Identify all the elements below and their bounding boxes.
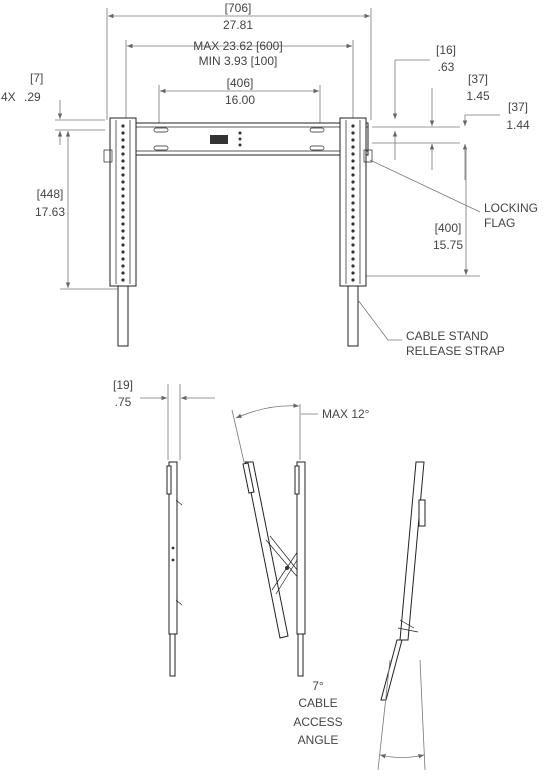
rail-hole (121, 215, 125, 219)
overall-width-in: 27.81 (223, 18, 253, 32)
rail-hole (351, 278, 355, 282)
rail-hole (121, 201, 125, 205)
vertical-pattern-in: 15.75 (433, 238, 463, 252)
rail-hole (351, 215, 355, 219)
side-view-flat (166, 461, 183, 677)
tilt-label: MAX 12° (322, 407, 370, 421)
cable-strap-leader (357, 299, 402, 341)
rail-hole (121, 257, 125, 261)
rail-spacing-max: MAX 23.62 [600] (193, 39, 282, 53)
left-rail (103, 117, 137, 347)
tilt-arc (235, 403, 300, 419)
rail-hole (121, 243, 125, 247)
rail-hole (121, 278, 125, 282)
rail-hole (351, 236, 355, 240)
slot-offset-bottom-mm: [37] (508, 100, 528, 114)
rail-hole (351, 257, 355, 261)
rail-hole (121, 124, 125, 128)
hole-dia-in: .29 (24, 90, 41, 104)
logo-plate (210, 135, 228, 144)
rail-hole (351, 222, 355, 226)
rail-hole (121, 166, 125, 170)
cable-angle-label-3: ANGLE (298, 733, 339, 747)
edge-offset-mm: [16] (436, 43, 456, 57)
front-view: [706] 27.81 MAX 23.62 [600] MIN 3.93 [10… (1, 1, 538, 358)
cable-angle-label-1: CABLE (298, 696, 337, 710)
right-rail (339, 117, 373, 347)
rail-hole (351, 201, 355, 205)
locking-flag-leader (369, 159, 481, 213)
overall-width-mm: [706] (225, 1, 252, 15)
rail-hole (351, 145, 355, 149)
rail-hole (121, 138, 125, 142)
rail-hole (121, 159, 125, 163)
rail-hole (121, 264, 125, 268)
cable-angle-arc (379, 754, 425, 759)
edge-offset-in: .63 (438, 60, 455, 74)
rail-hole (351, 138, 355, 142)
cable-strap-label-2: RELEASE STRAP (406, 344, 505, 358)
hole-dia-qty: 4X (1, 90, 16, 104)
rail-hole (351, 152, 355, 156)
slot-offset-top-mm: [37] (468, 72, 488, 86)
rail-hole (121, 194, 125, 198)
rail-spacing-min: MIN 3.93 [100] (199, 54, 278, 68)
rail-hole (351, 180, 355, 184)
rail-hole (121, 236, 125, 240)
depth-in: .75 (115, 395, 132, 409)
rail-height-mm: [448] (37, 187, 64, 201)
rail-hole (351, 173, 355, 177)
side-view-cable-access (377, 461, 426, 771)
rail-hole (121, 271, 125, 275)
slot-span-mm: [406] (227, 76, 254, 90)
rail-hole (121, 222, 125, 226)
rail-hole (351, 131, 355, 135)
rail-hole (351, 271, 355, 275)
rail-hole (351, 243, 355, 247)
rail-hole (121, 208, 125, 212)
rail-hole (351, 166, 355, 170)
rail-hole (121, 180, 125, 184)
rail-hole (351, 250, 355, 254)
rail-hole (351, 229, 355, 233)
rail-hole (351, 264, 355, 268)
rail-hole (121, 187, 125, 191)
side-view-tilted (242, 461, 306, 677)
rail-hole (351, 208, 355, 212)
rail-hole (351, 194, 355, 198)
hole-dia-mm: [7] (30, 71, 43, 85)
locking-flag-label: LOCKING (484, 201, 538, 215)
cable-angle-deg: 7° (312, 679, 324, 693)
rail-hole (121, 173, 125, 177)
rail-hole (121, 152, 125, 156)
rail-hole (121, 229, 125, 233)
slot-span-in: 16.00 (225, 93, 255, 107)
rail-hole (351, 124, 355, 128)
rail-hole (121, 131, 125, 135)
rail-hole (351, 159, 355, 163)
depth-mm: [19] (113, 378, 133, 392)
locking-flag-label-2: FLAG (484, 216, 515, 230)
rail-hole (351, 187, 355, 191)
rail-height-in: 17.63 (35, 205, 65, 219)
vertical-pattern-mm: [400] (435, 221, 462, 235)
rail-hole (121, 145, 125, 149)
slot-offset-bottom-in: 1.44 (506, 118, 530, 132)
side-views: [19] .75 MAX 12° (113, 378, 426, 771)
rail-hole (121, 250, 125, 254)
cable-strap-label: CABLE STAND (406, 329, 489, 343)
cable-angle-label-2: ACCESS (293, 715, 342, 729)
slot-offset-top-in: 1.45 (466, 89, 490, 103)
